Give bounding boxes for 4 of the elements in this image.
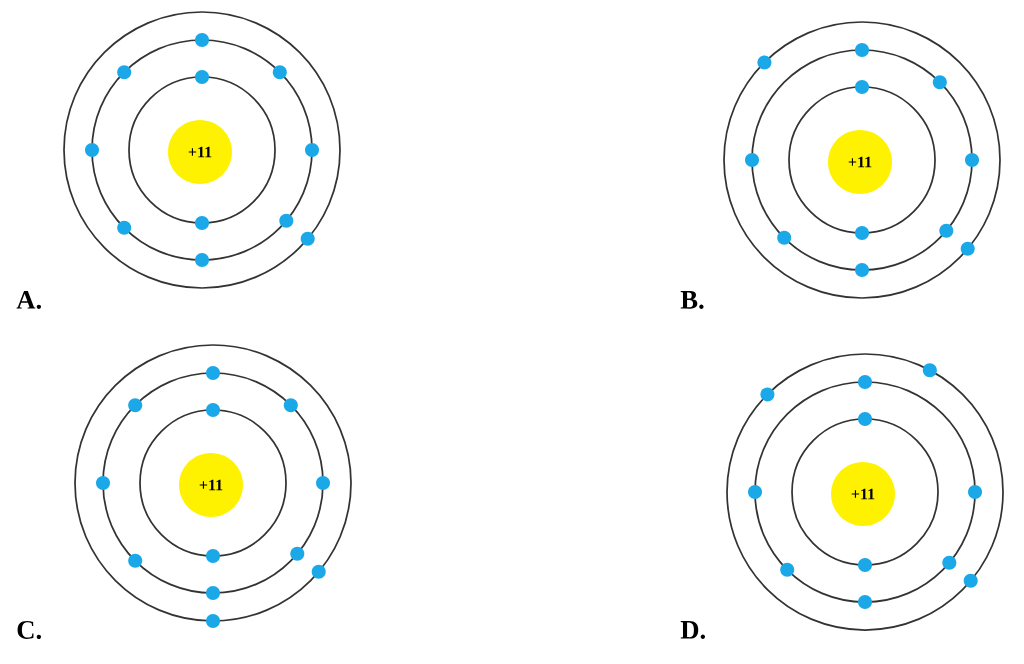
option-label: C. [17, 621, 41, 639]
option-label: B. [680, 291, 704, 309]
option-label: D. [680, 621, 706, 639]
option-label: A. [16, 291, 41, 309]
